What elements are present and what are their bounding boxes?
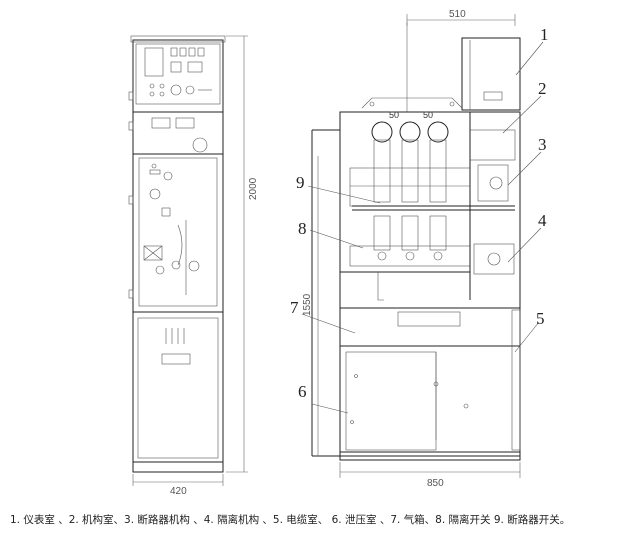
callout-4: 4 [538,211,547,230]
front-height-label: 2000 [248,177,259,200]
side-height-label: 1550 [302,293,313,316]
callout-6: 6 [298,382,307,401]
side-top-width-label: 510 [449,9,466,20]
legend-caption: 1. 仪表室 、2. 机构室、3. 断路器机构 、4. 隔离机构 、5. 电缆室… [10,514,571,526]
callout-9: 9 [296,173,305,192]
callout-3: 3 [538,135,547,154]
pole-spacing-2: 50 [423,110,433,120]
front-view: 420 2000 [128,35,259,497]
pole-spacing-1: 50 [389,110,399,120]
callout-1: 1 [540,25,549,44]
front-width-label: 420 [170,486,187,497]
side-bottom-width-label: 850 [427,478,444,489]
callout-8: 8 [298,219,307,238]
callout-7: 7 [290,298,299,317]
callout-5: 5 [536,309,545,328]
callout-2: 2 [538,79,547,98]
side-view: 510 50 50 [290,9,549,489]
